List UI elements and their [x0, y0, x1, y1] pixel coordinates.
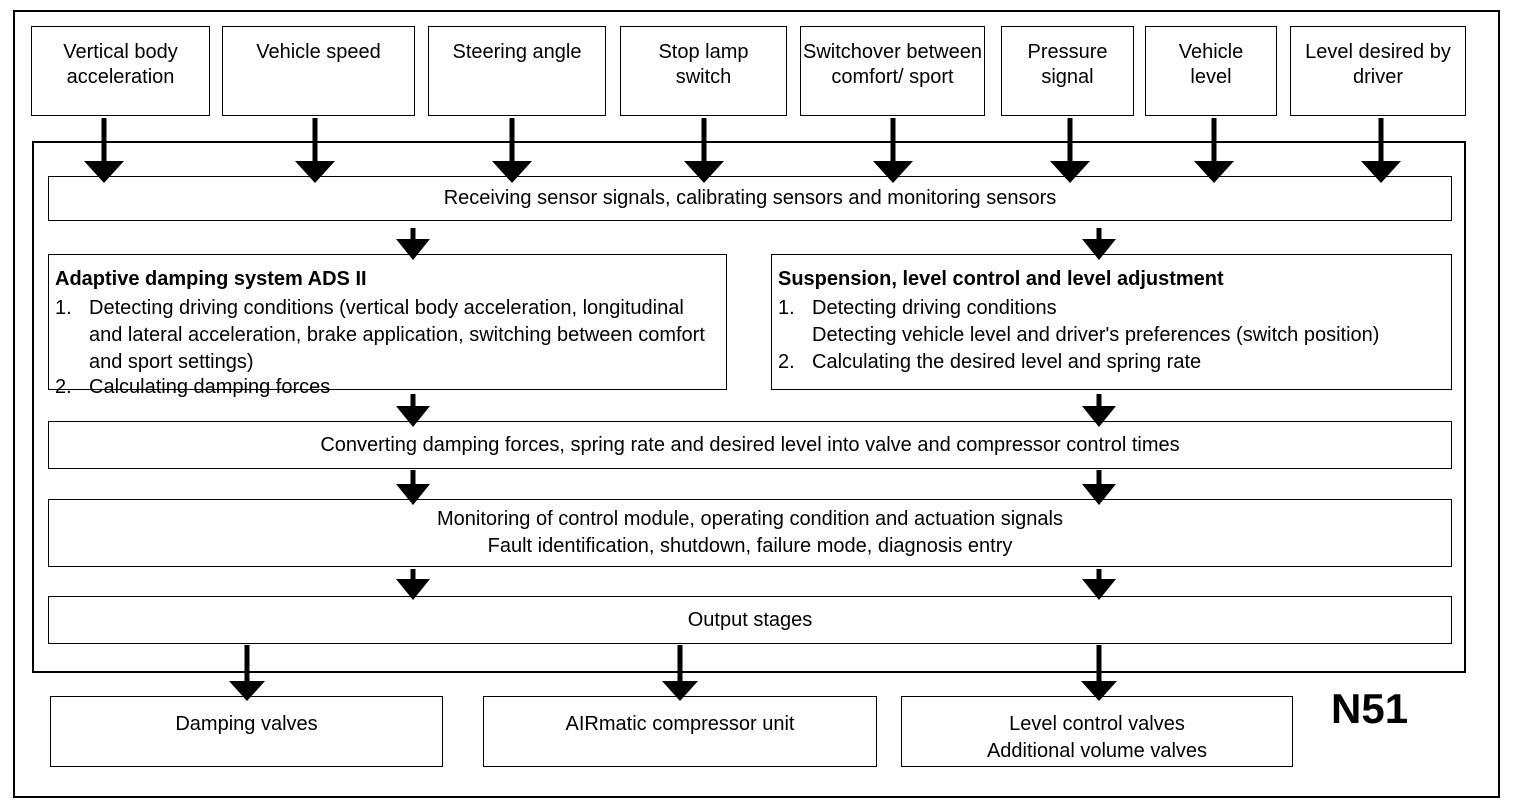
input-label: Vertical body acceleration — [63, 41, 178, 88]
arrowhead — [684, 161, 724, 183]
arrowhead — [295, 161, 335, 183]
airmatic-compressor-box: AIRmatic compressor unit — [483, 696, 877, 767]
input-vertical-body-acceleration: Vertical body acceleration — [31, 26, 210, 116]
input-comfort-sport-switch: Switchover between comfort/ sport — [800, 26, 985, 116]
converting-box: Converting damping forces, spring rate a… — [48, 421, 1452, 469]
arrowhead — [1082, 579, 1116, 600]
suspension-item-1-text: Detecting driving conditions — [812, 297, 1057, 319]
list-number: 2. — [778, 351, 795, 373]
input-vehicle-speed: Vehicle speed — [222, 26, 415, 116]
list-number: 1. — [778, 297, 795, 319]
input-label: Switchover between comfort/ sport — [803, 41, 982, 88]
arrowhead — [1081, 681, 1117, 701]
suspension-item-1-continuation: Detecting vehicle level and driver's pre… — [812, 324, 1380, 346]
arrowhead — [229, 681, 265, 701]
ads-ii-title: Adaptive damping system ADS II — [55, 268, 367, 290]
arrowhead — [396, 484, 430, 505]
input-label: Steering angle — [452, 41, 582, 63]
additional-volume-valves-text: Additional volume valves — [986, 740, 1208, 762]
ads-item-2-text: Calculating damping forces — [89, 376, 331, 398]
arrowhead — [396, 579, 430, 600]
monitoring-line-2: Fault identification, shutdown, failure … — [487, 535, 1013, 557]
input-level-desired-by-driver: Level desired by driver — [1290, 26, 1466, 116]
damping-valves-text: Damping valves — [175, 713, 318, 735]
arrowhead — [1082, 239, 1116, 260]
airmatic-compressor-text: AIRmatic compressor unit — [565, 713, 795, 735]
arrowhead — [873, 161, 913, 183]
arrowhead — [1361, 161, 1401, 183]
arrowhead — [662, 681, 698, 701]
suspension-item-2: 2. Calculating the desired level and spr… — [778, 349, 1445, 376]
outer-frame — [13, 10, 1500, 798]
arrowhead — [84, 161, 124, 183]
input-steering-angle: Steering angle — [428, 26, 606, 116]
suspension-item-1: 1. Detecting driving conditions — [778, 295, 1445, 322]
monitoring-line-1: Monitoring of control module, operating … — [437, 508, 1063, 530]
converting-text: Converting damping forces, spring rate a… — [320, 433, 1180, 456]
monitoring-box: Monitoring of control module, operating … — [48, 499, 1452, 567]
receiving-sensors-text: Receiving sensor signals, calibrating se… — [443, 187, 1057, 209]
arrowhead — [1082, 406, 1116, 427]
suspension-title: Suspension, level control and level adju… — [778, 268, 1224, 290]
output-stages-text: Output stages — [687, 608, 813, 631]
control-module-n51 — [32, 141, 1466, 673]
input-label: Stop lamp switch — [658, 41, 749, 88]
ads-item-1: 1. Detecting driving conditions (vertica… — [55, 295, 720, 376]
list-number: 1. — [55, 297, 72, 319]
input-pressure-signal: Pressure signal — [1001, 26, 1134, 116]
arrowhead — [1194, 161, 1234, 183]
input-stop-lamp-switch: Stop lamp switch — [620, 26, 787, 116]
input-label: Vehicle speed — [256, 41, 381, 63]
receiving-sensors-box: Receiving sensor signals, calibrating se… — [48, 176, 1452, 221]
ads-item-2: 2. Calculating damping forces — [55, 374, 720, 401]
input-vehicle-level: Vehicle level — [1145, 26, 1277, 116]
arrowhead — [1082, 484, 1116, 505]
ads-ii-box: Adaptive damping system ADS II 1. Detect… — [48, 254, 727, 398]
output-stages-box: Output stages — [48, 596, 1452, 644]
input-label: Level desired by driver — [1305, 41, 1451, 88]
level-control-valves-box: Level control valves Additional volume v… — [901, 696, 1293, 767]
arrowhead — [396, 239, 430, 260]
suspension-level-box: Suspension, level control and level adju… — [771, 254, 1452, 390]
input-label: Vehicle level — [1178, 41, 1244, 88]
arrowhead — [492, 161, 532, 183]
input-label: Pressure signal — [1027, 41, 1108, 88]
module-label-n51: N51 — [1331, 685, 1409, 732]
ads-item-1-text: Detecting driving conditions (vertical b… — [89, 297, 705, 373]
damping-valves-box: Damping valves — [50, 696, 443, 767]
list-number: 2. — [55, 376, 72, 398]
arrowhead — [1050, 161, 1090, 183]
suspension-item-2-text: Calculating the desired level and spring… — [812, 351, 1202, 373]
arrowhead — [396, 406, 430, 427]
level-control-valves-text: Level control valves — [1009, 713, 1185, 735]
